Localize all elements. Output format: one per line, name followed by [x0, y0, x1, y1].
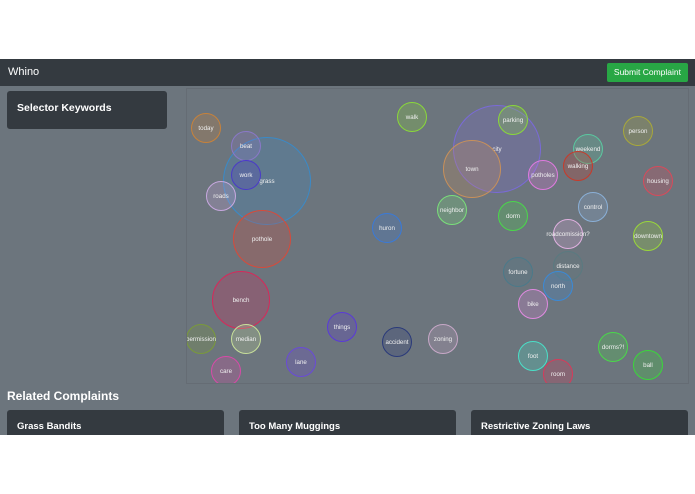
- keyword-label: permission: [186, 335, 216, 343]
- keyword-label: downtown: [634, 232, 662, 240]
- keyword-label: dorm: [505, 212, 521, 220]
- keyword-bubble-roads[interactable]: roads: [206, 181, 236, 211]
- keyword-label: roads: [213, 192, 229, 200]
- keyword-label: neighbor: [439, 206, 465, 214]
- keyword-bubble-town[interactable]: town: [443, 140, 501, 198]
- keyword-label: north: [550, 282, 566, 290]
- complaint-card[interactable]: Grass Bandits: [7, 410, 224, 435]
- keyword-bubble-housing[interactable]: housing: [643, 166, 673, 196]
- keyword-bubble-zoning[interactable]: zoning: [428, 324, 458, 354]
- keyword-bubble-downtown[interactable]: downtown: [633, 221, 663, 251]
- selector-keywords-panel: Selector Keywords: [7, 91, 167, 129]
- keyword-label: ball: [643, 361, 653, 369]
- keyword-label: potholes: [531, 171, 555, 179]
- related-complaints-heading: Related Complaints: [7, 389, 120, 403]
- keyword-label: person: [628, 127, 648, 135]
- keyword-bubble-beat[interactable]: beat: [231, 131, 261, 161]
- keyword-bubble-median[interactable]: median: [231, 324, 261, 354]
- keyword-bubble-north[interactable]: north: [543, 271, 573, 301]
- keyword-bubble-dorms[interactable]: dorms?!: [598, 332, 628, 362]
- keyword-label: town: [465, 165, 479, 173]
- keyword-bubble-foot[interactable]: foot: [518, 341, 548, 371]
- keyword-bubble-work[interactable]: work: [231, 160, 261, 190]
- keyword-bubble-care[interactable]: care: [211, 356, 241, 383]
- keyword-bubble-bench[interactable]: bench: [212, 271, 270, 329]
- keyword-bubble-room[interactable]: room: [543, 359, 573, 383]
- keyword-bubble-accident[interactable]: accident: [382, 327, 412, 357]
- keyword-label: dorms?!: [601, 343, 625, 351]
- keyword-label: weekend: [575, 145, 601, 153]
- keyword-label: foot: [527, 352, 539, 360]
- keyword-bubble-bike[interactable]: bike: [518, 289, 548, 319]
- brand[interactable]: Whino: [8, 66, 40, 78]
- keyword-bubble-pothole[interactable]: pothole: [233, 210, 291, 268]
- keyword-label: walk: [405, 113, 419, 121]
- keyword-label: roadcomission?: [546, 230, 590, 238]
- keyword-label: distance: [556, 262, 580, 270]
- keyword-label: pothole: [251, 235, 273, 243]
- keyword-bubble-permission[interactable]: permission: [186, 324, 216, 354]
- keyword-bubble-parking[interactable]: parking: [498, 105, 528, 135]
- keyword-label: things: [333, 323, 351, 331]
- keyword-label: parking: [502, 116, 524, 124]
- keyword-bubble-walk[interactable]: walk: [397, 102, 427, 132]
- keyword-label: zoning: [433, 335, 453, 343]
- keyword-label: median: [235, 335, 257, 343]
- keyword-bubble-neighbor[interactable]: neighbor: [437, 195, 467, 225]
- keyword-label: housing: [647, 177, 669, 185]
- keyword-label: today: [198, 124, 214, 132]
- keyword-label: walking: [567, 162, 589, 170]
- app: Whino Submit Complaint Selector Keywords…: [0, 59, 695, 435]
- keyword-label: beat: [239, 142, 253, 150]
- keyword-bubble-things[interactable]: things: [327, 312, 357, 342]
- keyword-label: accident: [385, 338, 409, 346]
- keyword-label: room: [550, 370, 566, 378]
- submit-complaint-button[interactable]: Submit Complaint: [606, 63, 688, 82]
- complaint-card[interactable]: Restrictive Zoning Laws: [471, 410, 688, 435]
- keyword-label: huron: [379, 224, 395, 232]
- keyword-bubble-fortune[interactable]: fortune: [503, 257, 533, 287]
- keyword-label: care: [219, 367, 233, 375]
- keyword-bubble-person[interactable]: person: [623, 116, 653, 146]
- navbar: Whino Submit Complaint: [0, 59, 695, 86]
- keyword-bubble-ball[interactable]: ball: [633, 350, 663, 380]
- keyword-bubble-chart: grass city pothole bench town today beat work ro…: [186, 88, 689, 384]
- keyword-bubble-lane[interactable]: lane: [286, 347, 316, 377]
- keyword-label: lane: [295, 358, 307, 366]
- keyword-label: control: [583, 203, 603, 211]
- complaint-card[interactable]: Too Many Muggings: [239, 410, 456, 435]
- keyword-bubble-walking[interactable]: walking: [563, 151, 593, 181]
- keyword-bubble-roadcomission[interactable]: roadcomission?: [546, 219, 590, 249]
- keyword-label: fortune: [508, 268, 528, 276]
- keyword-bubble-dorm[interactable]: dorm: [498, 201, 528, 231]
- keyword-bubble-today[interactable]: today: [191, 113, 221, 143]
- keyword-bubble-huron[interactable]: huron: [372, 213, 402, 243]
- keyword-label: city: [492, 145, 502, 153]
- keyword-label: bike: [527, 300, 539, 308]
- keyword-label: grass: [259, 177, 275, 185]
- keyword-label: work: [239, 171, 253, 179]
- keyword-bubble-control[interactable]: control: [578, 192, 608, 222]
- keyword-bubble-potholes[interactable]: potholes: [528, 160, 558, 190]
- keyword-label: bench: [232, 296, 250, 304]
